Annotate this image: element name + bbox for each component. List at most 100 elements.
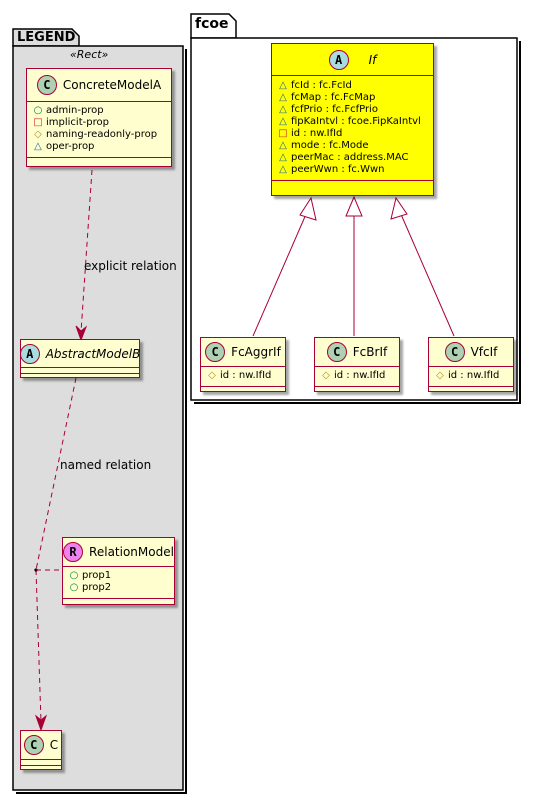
attribute-row: ○prop2 — [69, 582, 168, 594]
attribute-text: fcfPrio : fc.FcfPrio — [291, 104, 378, 115]
attribute-list: ◇ id : nw.IfId — [429, 366, 513, 386]
class-name: C — [49, 738, 59, 752]
attribute-text: implicit-prop — [46, 117, 109, 128]
concrete-model-a-class[interactable]: C ConcreteModelA ○admin-prop □implicit-p… — [26, 68, 172, 167]
method-compartment — [315, 386, 399, 391]
method-compartment — [27, 157, 171, 167]
attribute-text: peerMac : address.MAC — [291, 152, 409, 163]
fc-br-if-class[interactable]: C FcBrIf ◇ id : nw.IfId — [314, 337, 400, 392]
attribute-row: △ fcId : fc.FcId — [278, 80, 427, 92]
attribute-row: △ fipKaIntvl : fcoe.FipKaIntvl — [278, 116, 427, 128]
fcoe-package-title: fcoe — [195, 16, 229, 32]
package-visibility-icon: △ — [279, 116, 287, 127]
attribute-row: △ fcfPrio : fc.FcfPrio — [278, 104, 427, 116]
attribute-text: fipKaIntvl : fcoe.FipKaIntvl — [291, 116, 421, 127]
attribute-text: id : nw.IfId — [334, 370, 386, 381]
relation-badge-icon: R — [63, 542, 84, 562]
class-badge-icon: C — [23, 735, 44, 755]
class-header: C ConcreteModelA — [27, 69, 171, 101]
attribute-row: □implicit-prop — [33, 117, 165, 129]
class-name: RelationModel — [89, 545, 174, 559]
attribute-text: id : nw.IfId — [220, 370, 272, 381]
class-name: FcBrIf — [352, 345, 388, 359]
attribute-text: naming-readonly-prop — [46, 129, 158, 140]
package-visibility-icon: △ — [279, 140, 287, 151]
package-visibility-icon: △ — [279, 152, 287, 163]
attribute-row: ◇ id : nw.IfId — [321, 370, 393, 382]
attribute-row: ○admin-prop — [33, 105, 165, 117]
class-header: R RelationModel — [63, 538, 174, 566]
attribute-row: ◇ naming-readonly-prop — [33, 129, 165, 141]
attribute-text: id : nw.IfId — [448, 370, 500, 381]
method-compartment — [21, 765, 61, 770]
explicit-relation-label: explicit relation — [84, 259, 177, 273]
class-header: A AbstractModelB — [19, 340, 141, 367]
class-badge-icon: C — [444, 342, 465, 362]
attribute-row: ◇ id : nw.IfId — [435, 370, 507, 382]
package-visibility-icon: △ — [279, 164, 287, 175]
protected-visibility-icon: ◇ — [322, 370, 330, 381]
public-visibility-icon: ○ — [69, 570, 79, 581]
public-visibility-icon: ○ — [33, 105, 43, 116]
attribute-text: fcMap : fc.FcMap — [291, 92, 376, 103]
attribute-row: △peerWwn : fc.Wwn — [278, 164, 427, 176]
attribute-row: △ peerMac : address.MAC — [278, 152, 427, 164]
public-visibility-icon: ○ — [69, 582, 79, 593]
class-badge-icon: C — [326, 342, 347, 362]
explicit-relation-arrow — [75, 169, 93, 342]
if-class[interactable]: A If △ fcId : fc.FcId △ fcMap : fc.FcMap △… — [271, 43, 434, 196]
private-visibility-icon: □ — [33, 117, 43, 128]
attribute-text: oper-prop — [46, 141, 95, 152]
attribute-text: admin-prop — [46, 105, 104, 116]
attribute-row: △ oper-prop — [33, 141, 165, 153]
attribute-row: ○prop1 — [69, 570, 168, 582]
method-compartment — [63, 598, 174, 604]
named-relation-label: named relation — [60, 458, 152, 472]
private-visibility-icon: □ — [278, 128, 288, 139]
attribute-list: ○prop1 ○prop2 — [63, 566, 174, 598]
attribute-compartment — [21, 367, 139, 373]
legend-package-title: LEGEND — [17, 30, 76, 45]
class-header: C FcAggrIf — [201, 338, 285, 366]
legend-package-frame — [12, 28, 187, 794]
attribute-list: ◇ id : nw.IfId — [315, 366, 399, 386]
method-compartment — [21, 373, 139, 379]
class-name: ConcreteModelA — [62, 78, 162, 92]
attribute-text: fcId : fc.FcId — [291, 80, 352, 91]
attribute-list: ◇id : nw.IfId — [201, 366, 285, 386]
method-compartment — [272, 180, 433, 189]
attribute-text: mode : fc.Mode — [291, 140, 369, 151]
class-header: C C — [21, 731, 61, 759]
legend-stereotype: «Rect» — [70, 48, 109, 61]
class-name: FcAggrIf — [231, 345, 281, 359]
protected-visibility-icon: ◇ — [34, 129, 42, 140]
relation-model-class[interactable]: R RelationModel ○prop1 ○prop2 — [62, 537, 175, 605]
package-visibility-icon: △ — [34, 141, 42, 152]
attribute-row: □id : nw.IfId — [278, 128, 427, 140]
package-visibility-icon: △ — [279, 80, 287, 91]
class-badge-icon: C — [36, 75, 57, 95]
abstract-model-b-class[interactable]: A AbstractModelB — [19, 339, 141, 379]
class-name: AbstractModelB — [45, 346, 141, 361]
attribute-list: ○admin-prop □implicit-prop ◇ naming-reado… — [27, 101, 171, 157]
package-visibility-icon: △ — [279, 92, 287, 103]
vfc-if-class[interactable]: C VfcIf ◇ id : nw.IfId — [428, 337, 514, 392]
fc-aggr-if-class[interactable]: C FcAggrIf ◇id : nw.IfId — [200, 337, 286, 392]
class-badge-icon: C — [205, 342, 226, 362]
c-class[interactable]: C C — [20, 730, 62, 770]
attribute-row: △ mode : fc.Mode — [278, 140, 427, 152]
abstract-badge-icon: A — [328, 49, 349, 70]
attribute-text: prop2 — [82, 582, 112, 593]
class-header: A If — [272, 44, 433, 75]
method-compartment — [429, 386, 513, 391]
attribute-compartment — [21, 759, 61, 765]
attribute-list: △ fcId : fc.FcId △ fcMap : fc.FcMap △ fcfPr… — [272, 75, 433, 180]
class-header: C VfcIf — [429, 338, 513, 366]
inheritance-arrows — [252, 195, 455, 337]
protected-visibility-icon: ◇ — [436, 370, 444, 381]
named-relation-arrow — [34, 377, 77, 732]
class-header: C FcBrIf — [315, 338, 399, 366]
attribute-row: ◇id : nw.IfId — [207, 370, 279, 382]
method-compartment — [201, 386, 285, 391]
package-visibility-icon: △ — [279, 104, 287, 115]
